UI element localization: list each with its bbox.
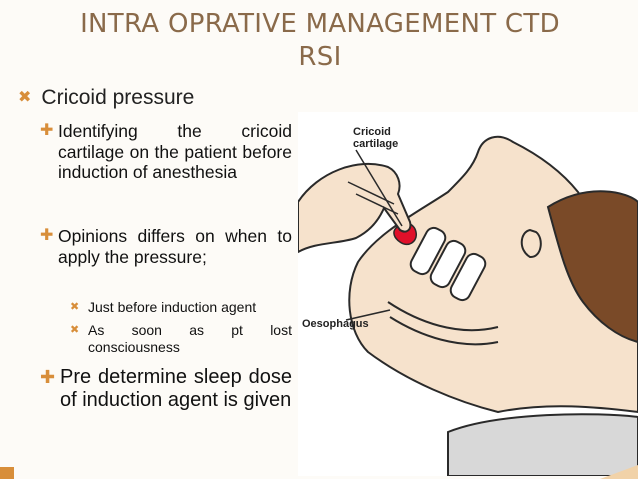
plus-bullet-icon: ✚: [40, 367, 56, 387]
corner-decoration: [0, 465, 638, 479]
illustration-drawing: [297, 112, 638, 477]
sub-bullet-opinions: ✚ Opinions differs on when to apply the …: [40, 226, 292, 267]
title-line-2: RSI: [298, 42, 342, 72]
sub-bullet-text: Opinions differs on when to apply the pr…: [58, 226, 292, 267]
sub-bullet-text: Pre determine sleep dose of induction ag…: [60, 366, 292, 411]
x-mark-bullet-icon: ✖: [70, 324, 80, 336]
third-bullet-text: Just before induction agent: [88, 299, 257, 315]
title-line-1: INTRA OPRATIVE MANAGEMENT CTD: [80, 9, 560, 39]
slide-title: INTRA OPRATIVE MANAGEMENT CTD RSI: [60, 8, 580, 74]
cricoid-pressure-illustration: Cricoid cartilage Oesophagus: [297, 112, 638, 477]
label-cricoid-cartilage: Cricoid cartilage: [353, 126, 399, 150]
third-bullet-as-soon: ✖ As soon as pt lost consciousness: [70, 322, 292, 356]
plus-bullet-icon: ✚: [40, 122, 54, 139]
sub-bullet-identifying: ✚ Identifying the cricoid cartilage on t…: [40, 121, 292, 183]
plus-bullet-icon: ✚: [40, 227, 54, 244]
third-bullet-text: As soon as pt lost consciousness: [88, 322, 292, 355]
x-mark-bullet-icon: ✖: [70, 301, 80, 313]
label-oesophagus: Oesophagus: [302, 318, 369, 330]
sub-bullet-pre-determine: ✚ Pre determine sleep dose of induction …: [40, 366, 292, 412]
sub-bullet-text: Identifying the cricoid cartilage on the…: [58, 121, 292, 182]
third-bullet-just-before: ✖ Just before induction agent: [70, 299, 292, 316]
x-mark-bullet-icon: ✖: [18, 89, 32, 106]
bullet-text: Cricoid pressure: [41, 86, 195, 109]
bullet-cricoid-pressure: ✖ Cricoid pressure: [18, 86, 194, 110]
